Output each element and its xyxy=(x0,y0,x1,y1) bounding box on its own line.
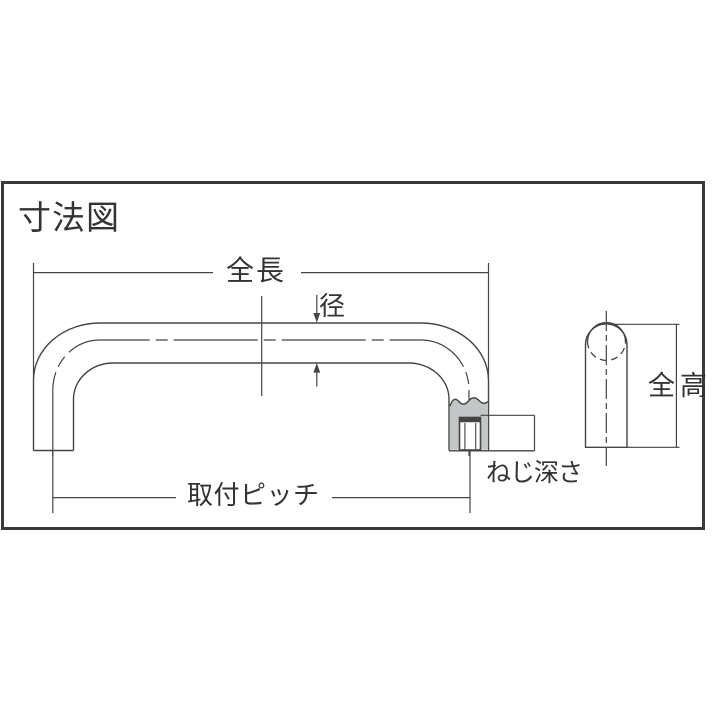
side-view xyxy=(584,311,628,466)
section-break-wavy-line xyxy=(449,397,489,407)
handle-inner-outline xyxy=(72,362,450,451)
label-diameter: 径 xyxy=(319,291,346,321)
dim-diameter-arrow-up xyxy=(313,363,321,373)
side-view-outline xyxy=(584,323,628,448)
dim-diameter-arrow-down xyxy=(313,313,321,323)
dim-screw-depth xyxy=(449,414,536,452)
screw-hole xyxy=(458,416,482,451)
label-overall-length: 全長 xyxy=(226,255,287,286)
label-overall-height: 全高 xyxy=(648,371,712,401)
diagram-frame xyxy=(1,181,705,530)
label-screw-depth: ねじ深さ xyxy=(486,459,583,487)
dim-overall-length xyxy=(32,263,490,379)
handle-centerline xyxy=(52,339,470,456)
dim-mounting-pitch xyxy=(52,450,471,513)
dim-overall-height xyxy=(610,323,680,448)
label-mounting-pitch: 取付ピッチ xyxy=(187,480,320,510)
diagram-title: 寸法図 xyxy=(18,199,120,236)
screw-boss-section xyxy=(449,397,489,451)
dim-diameter xyxy=(313,295,321,387)
handle-outer-outline xyxy=(32,322,490,451)
front-view xyxy=(32,296,490,456)
